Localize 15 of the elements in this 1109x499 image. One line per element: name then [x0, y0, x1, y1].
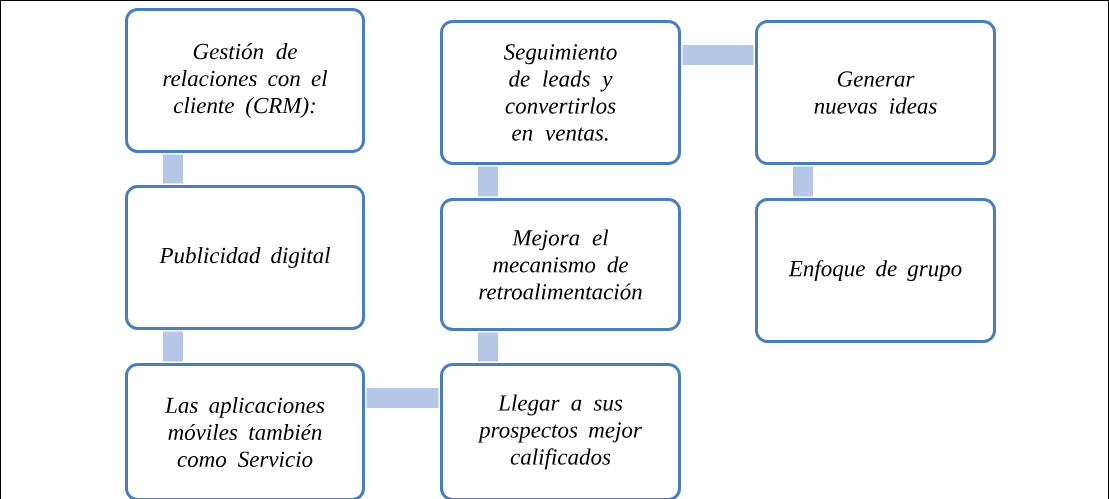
connector-bar — [478, 332, 498, 362]
connector-bar — [163, 154, 183, 184]
process-box: Mejora el mecanismo de retroalimentación — [440, 198, 681, 331]
process-box: Llegar a sus prospectos mejor calificados — [440, 363, 681, 499]
process-box: Generar nuevas ideas — [755, 20, 996, 165]
connector-bar — [366, 388, 439, 408]
process-box: Enfoque de grupo — [755, 198, 996, 343]
process-box: Seguimiento de leads y convertirlos en ventas. — [440, 20, 681, 165]
connector-bar — [163, 331, 183, 362]
process-box: Publicidad digital — [125, 185, 365, 330]
process-box: Las aplicaciones móviles también como Servicio — [125, 363, 365, 499]
connector-bar — [478, 166, 498, 197]
connector-bar — [793, 166, 813, 197]
process-box: Gestión de relaciones con el cliente (CRM): — [125, 8, 365, 153]
connector-bar — [682, 45, 754, 65]
